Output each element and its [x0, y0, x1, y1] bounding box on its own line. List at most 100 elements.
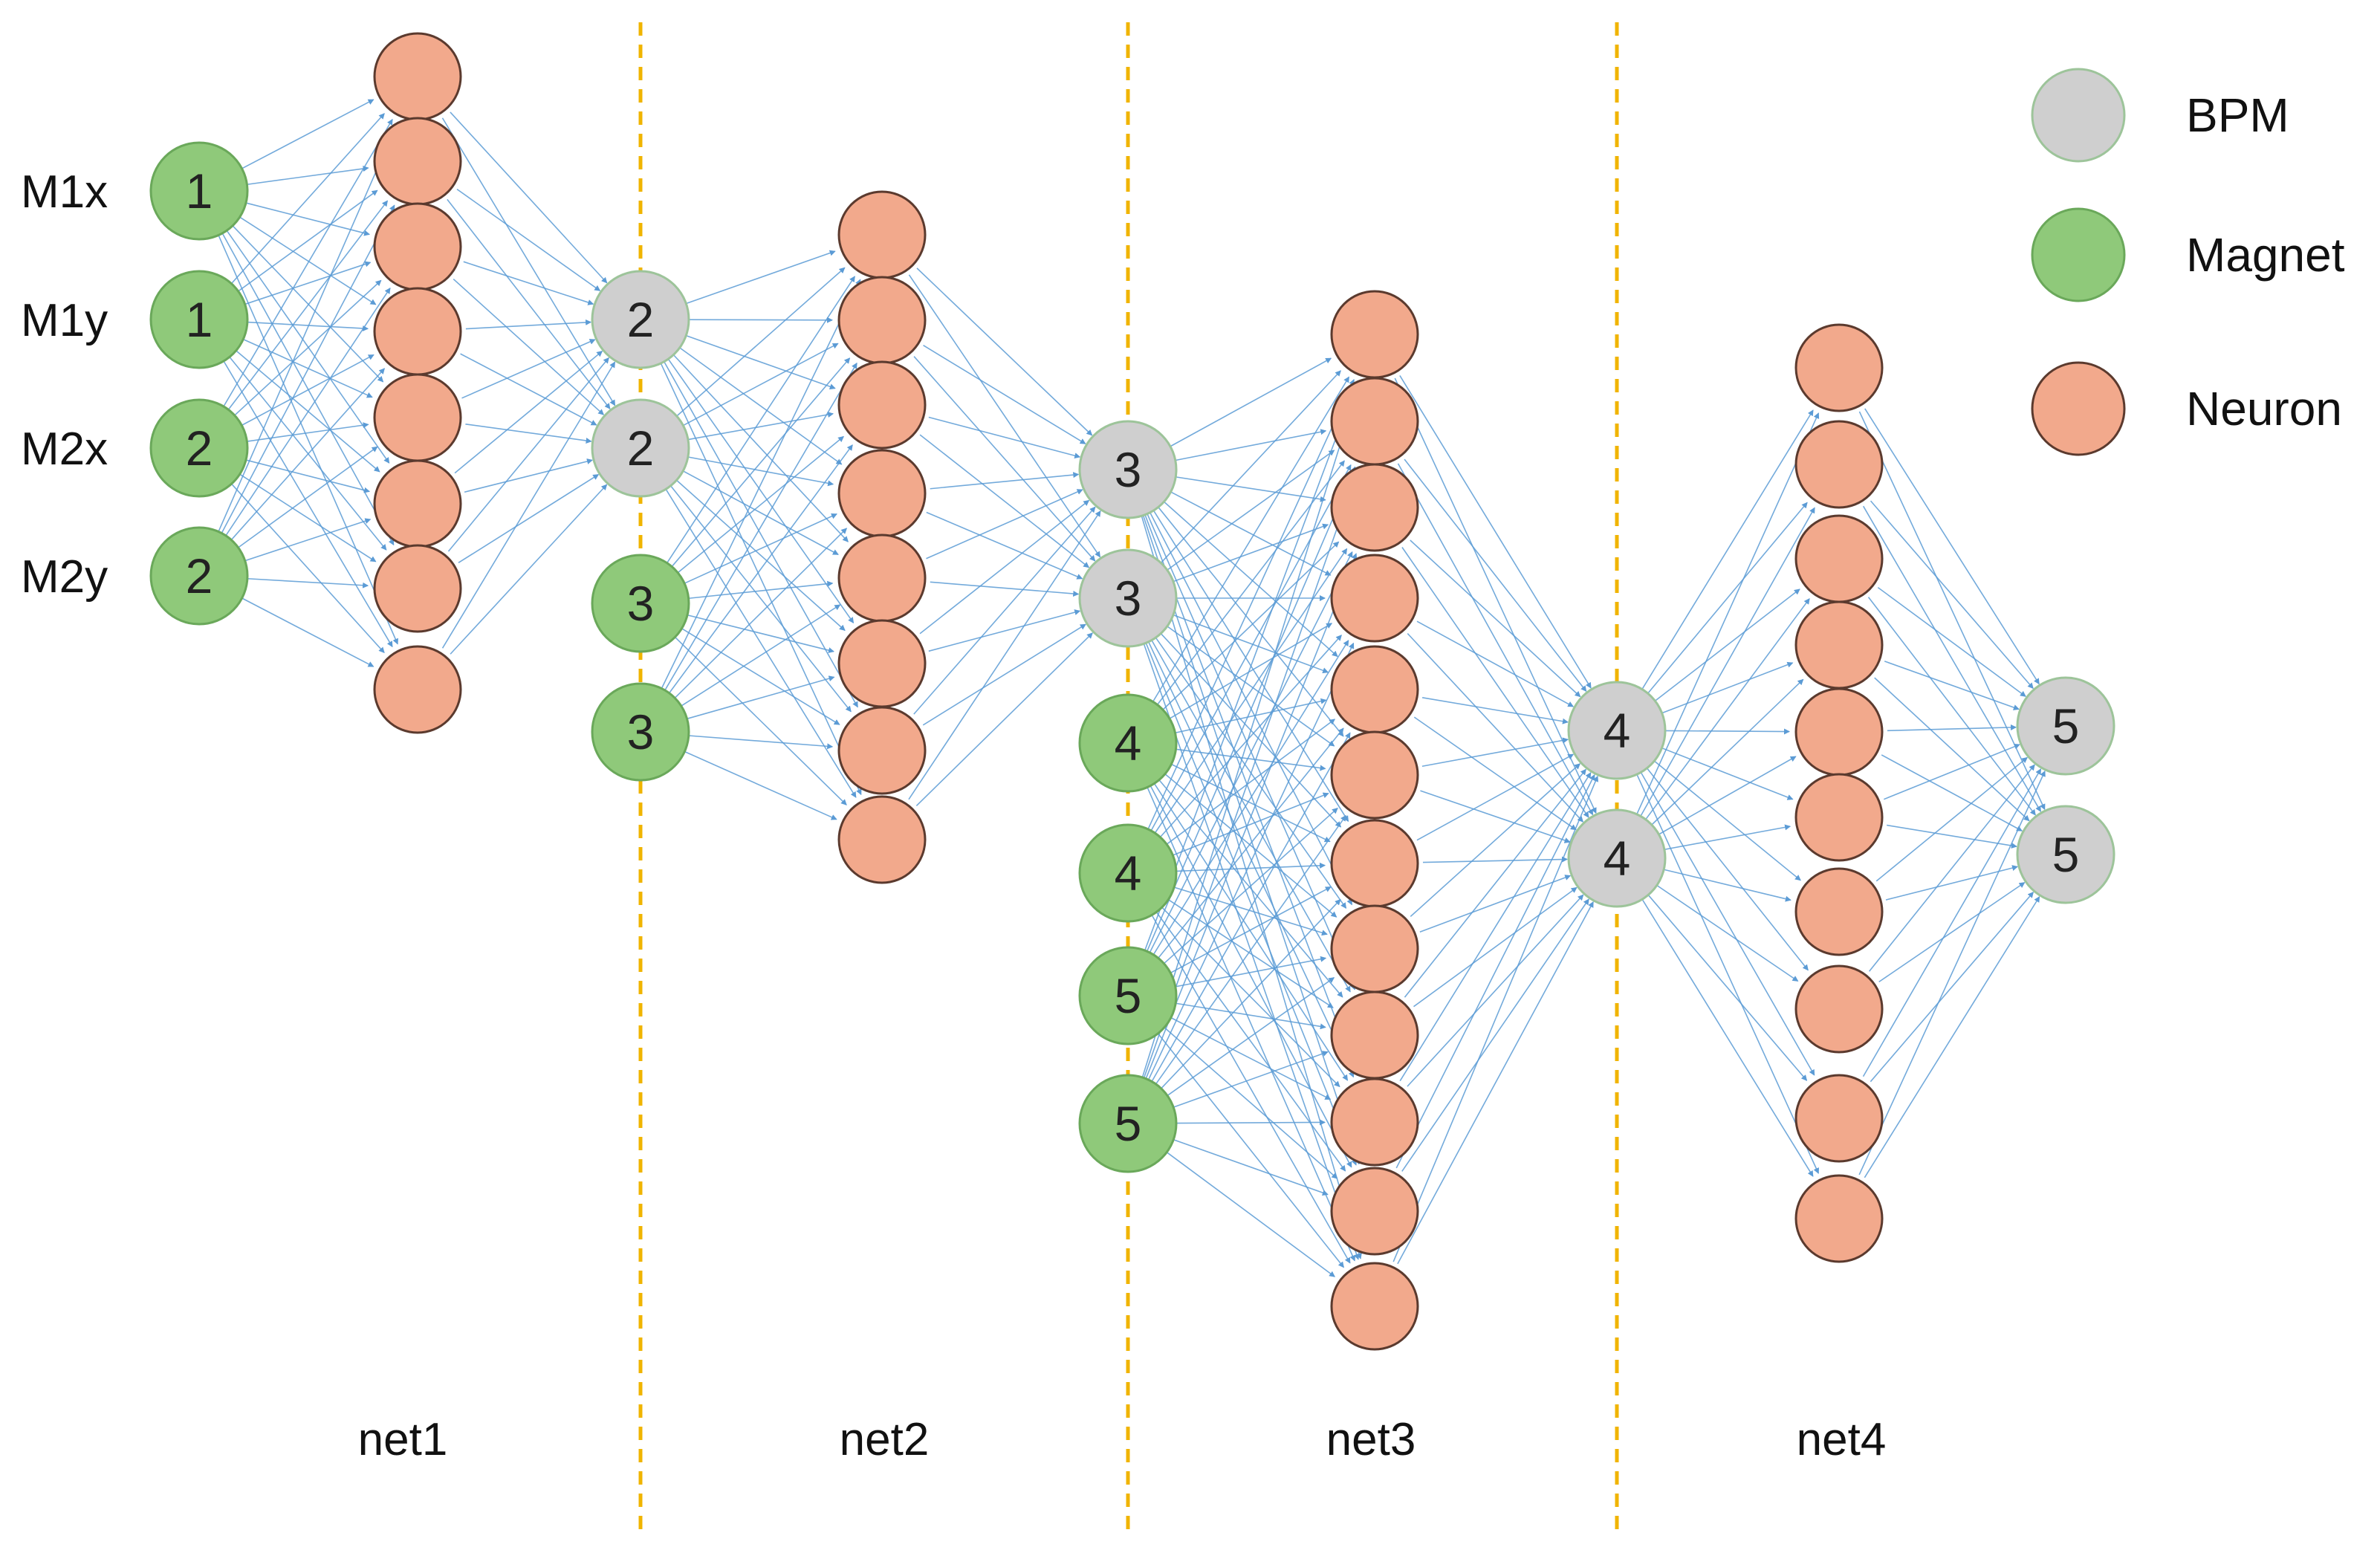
- net3-neuron-node-7: [1330, 819, 1419, 908]
- net2-input-edge-3: [679, 347, 843, 465]
- net3-input-edge-39: [1159, 635, 1342, 838]
- net4-output-edge-10: [1883, 743, 2020, 800]
- net3-input-edge-14: [1173, 523, 1329, 583]
- net4-neuron-node-6: [1794, 773, 1884, 862]
- magnet-input-node-2: [149, 270, 249, 369]
- net2-output-edge-1: [908, 274, 1101, 558]
- net3-output-edge-18: [1399, 772, 1592, 1082]
- net3-input-edge-41: [1173, 792, 1329, 856]
- net3-output-edge-10: [1421, 737, 1569, 768]
- net3-input-edge-58: [1164, 1027, 1338, 1179]
- net1-input-edge-24: [218, 121, 399, 532]
- net4-input-edge-13: [1651, 678, 1804, 826]
- net3-output-edge-8: [1421, 697, 1569, 724]
- net1-neuron-node-7: [373, 544, 462, 633]
- net3-input-edge-61: [1143, 467, 1360, 1078]
- magnet-input-node-1: [149, 141, 249, 241]
- net3-input-edge-38: [1154, 548, 1348, 834]
- net1-input-edge-1: [247, 166, 369, 186]
- net2-input-edge-12: [682, 470, 839, 555]
- net4-output-edge-14: [1868, 764, 2035, 972]
- net3-input-edge-59: [1157, 1033, 1344, 1268]
- net3-output-edge-17: [1413, 886, 1578, 1008]
- net3-input-edge-65: [1155, 814, 1346, 1085]
- net4-neuron-node-7: [1794, 867, 1884, 956]
- net4-input-edge-14: [1658, 756, 1797, 835]
- net4-output-edge-13: [1885, 865, 2019, 901]
- net3-output-edge-4: [1410, 539, 1581, 698]
- bpm-4-node-label-2: 4: [1604, 831, 1631, 886]
- net2-input-edge-22: [681, 628, 840, 725]
- net4-output-edge-19: [1864, 896, 2040, 1178]
- net2-output-edge-5: [919, 434, 1090, 568]
- net2-input-edge-19: [684, 513, 837, 584]
- net2-input-edge-18: [677, 435, 845, 574]
- net2-input-edge-29: [687, 675, 835, 720]
- bpm-4-node-label-1: 4: [1604, 703, 1631, 758]
- net2-output-edge-3: [913, 356, 1096, 562]
- legend-magnet-swatch: [2031, 207, 2126, 302]
- net3-input-edge-12: [1160, 370, 1341, 564]
- net2-neuron-node-4: [837, 449, 927, 538]
- net4-neuron-node-8: [1794, 964, 1884, 1054]
- net1-output-edge-1: [441, 117, 616, 406]
- net4-neuron-node-4: [1794, 600, 1884, 690]
- magnet-input-node-label-3: 2: [186, 421, 213, 476]
- net4-output-edge-16: [1862, 768, 2042, 1077]
- bpm-3-node-2: [1078, 548, 1178, 648]
- net3-input-edge-60: [1141, 380, 1361, 1078]
- net2-input-edge-2: [686, 334, 836, 390]
- net3-output-edge-3: [1397, 463, 1594, 816]
- net2-neuron-node-6: [837, 619, 927, 708]
- bpm-5-node-1: [2016, 676, 2115, 776]
- net3-input-edge-37: [1150, 464, 1352, 831]
- net3-neuron-node-6: [1330, 730, 1419, 820]
- net1-input-edge-28: [238, 446, 378, 548]
- net3-input-edge-55: [1175, 956, 1327, 988]
- net3-output-edge-5: [1401, 547, 1589, 818]
- net3-output-edge-21: [1401, 898, 1589, 1172]
- net3-input-edge-25: [1156, 460, 1345, 705]
- net1-output-edge-2: [456, 188, 601, 291]
- net3-input-edge-30: [1171, 763, 1331, 843]
- net3-input-edge-64: [1151, 732, 1351, 1082]
- net3-input-edge-67: [1167, 977, 1335, 1097]
- net4-neuron-node-3: [1794, 514, 1884, 603]
- net2-input-edge-11: [687, 456, 834, 487]
- net3-input-edge-13: [1167, 450, 1335, 571]
- net2-input-edge-9: [683, 343, 839, 427]
- net1-input-edge-11: [247, 321, 369, 331]
- net3-neuron-node-5: [1330, 645, 1419, 734]
- magnet-input-node-label-1: 1: [186, 163, 213, 218]
- net3-input-edge-48: [1144, 380, 1358, 951]
- net3-neuron-node-8: [1330, 904, 1419, 993]
- net4-input-edge-1: [1647, 502, 1808, 694]
- net1-neuron-node-1: [373, 32, 462, 121]
- legend-bpm-label: BPM: [2186, 88, 2289, 142]
- net1-input-edge-22: [239, 473, 377, 562]
- net1-input-edge-6: [221, 233, 395, 546]
- net1-input-edge-2: [245, 202, 371, 236]
- net3-input-edge-44: [1167, 899, 1334, 1008]
- net2-input-edge-17: [671, 357, 851, 568]
- net1-input-edge-29: [244, 518, 372, 562]
- net4-input-edge-19: [1641, 898, 1814, 1177]
- net1-output-edge-14: [441, 361, 616, 649]
- net1-input-edge-15: [223, 360, 393, 648]
- net4-input-edge-11: [1640, 507, 1815, 817]
- magnet-4-5-node-1: [1078, 693, 1178, 793]
- net1-output-edge-0: [450, 111, 608, 284]
- net1-output-edge-11: [464, 458, 593, 493]
- bpm-4-node-1: [1567, 681, 1667, 780]
- net4-output-edge-8: [1887, 724, 2017, 732]
- net1-output-edge-3: [447, 198, 611, 409]
- legend-neuron-label: Neuron: [2186, 382, 2342, 435]
- net2-input-edge-10: [687, 412, 834, 441]
- net1-output-edge-7: [460, 353, 597, 426]
- net2-input-edge-4: [672, 354, 849, 542]
- net3-output-edge-2: [1404, 458, 1587, 693]
- input-label-3: M2x: [21, 424, 108, 475]
- net3-input-edge-51: [1152, 640, 1349, 956]
- net4-input-edge-16: [1664, 869, 1792, 902]
- net3-output-edge-11: [1420, 790, 1571, 843]
